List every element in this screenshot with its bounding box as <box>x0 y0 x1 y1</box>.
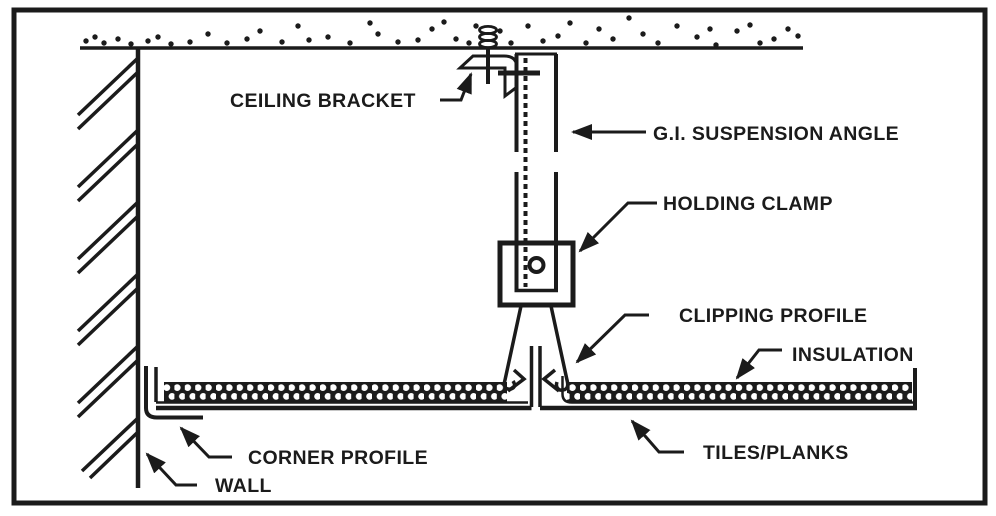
ceiling-stipple-dots <box>83 15 801 48</box>
wall-leader <box>145 452 197 487</box>
spline-joint <box>529 346 542 407</box>
tiles-planks-right <box>540 368 917 411</box>
holding-clamp-screw <box>527 256 546 274</box>
insulation-leader <box>735 348 782 380</box>
label-clipping-profile: CLIPPING PROFILE <box>679 305 867 327</box>
clipping-profile-leader <box>575 313 649 364</box>
tiles-planks-leader <box>630 419 684 454</box>
suspension-angle-shape <box>514 52 558 293</box>
corner-profile-leader <box>179 426 232 459</box>
label-ceiling-bracket: CEILING BRACKET <box>230 90 416 112</box>
wall-hatching <box>76 56 140 480</box>
corner-profile-shape <box>144 366 203 420</box>
tiles-planks-left <box>156 401 532 411</box>
label-tiles-planks: TILES/PLANKS <box>703 442 849 464</box>
label-gi-suspension-angle: G.I. SUSPENSION ANGLE <box>653 123 899 145</box>
label-insulation: INSULATION <box>792 344 914 366</box>
label-holding-clamp: HOLDING CLAMP <box>663 193 833 215</box>
leader-lines <box>145 72 782 487</box>
clipping-profile-shape <box>502 305 570 393</box>
frame-border <box>11 7 988 506</box>
insulation-band-right <box>567 382 912 402</box>
insulation-band-left <box>164 382 507 402</box>
ceiling-bracket-leader <box>440 72 473 102</box>
label-corner-profile: CORNER PROFILE <box>248 447 428 469</box>
holding-clamp-leader <box>578 201 657 253</box>
holding-clamp-box <box>497 240 576 308</box>
label-wall: WALL <box>215 475 272 497</box>
anchor-coil-icon <box>478 24 498 50</box>
